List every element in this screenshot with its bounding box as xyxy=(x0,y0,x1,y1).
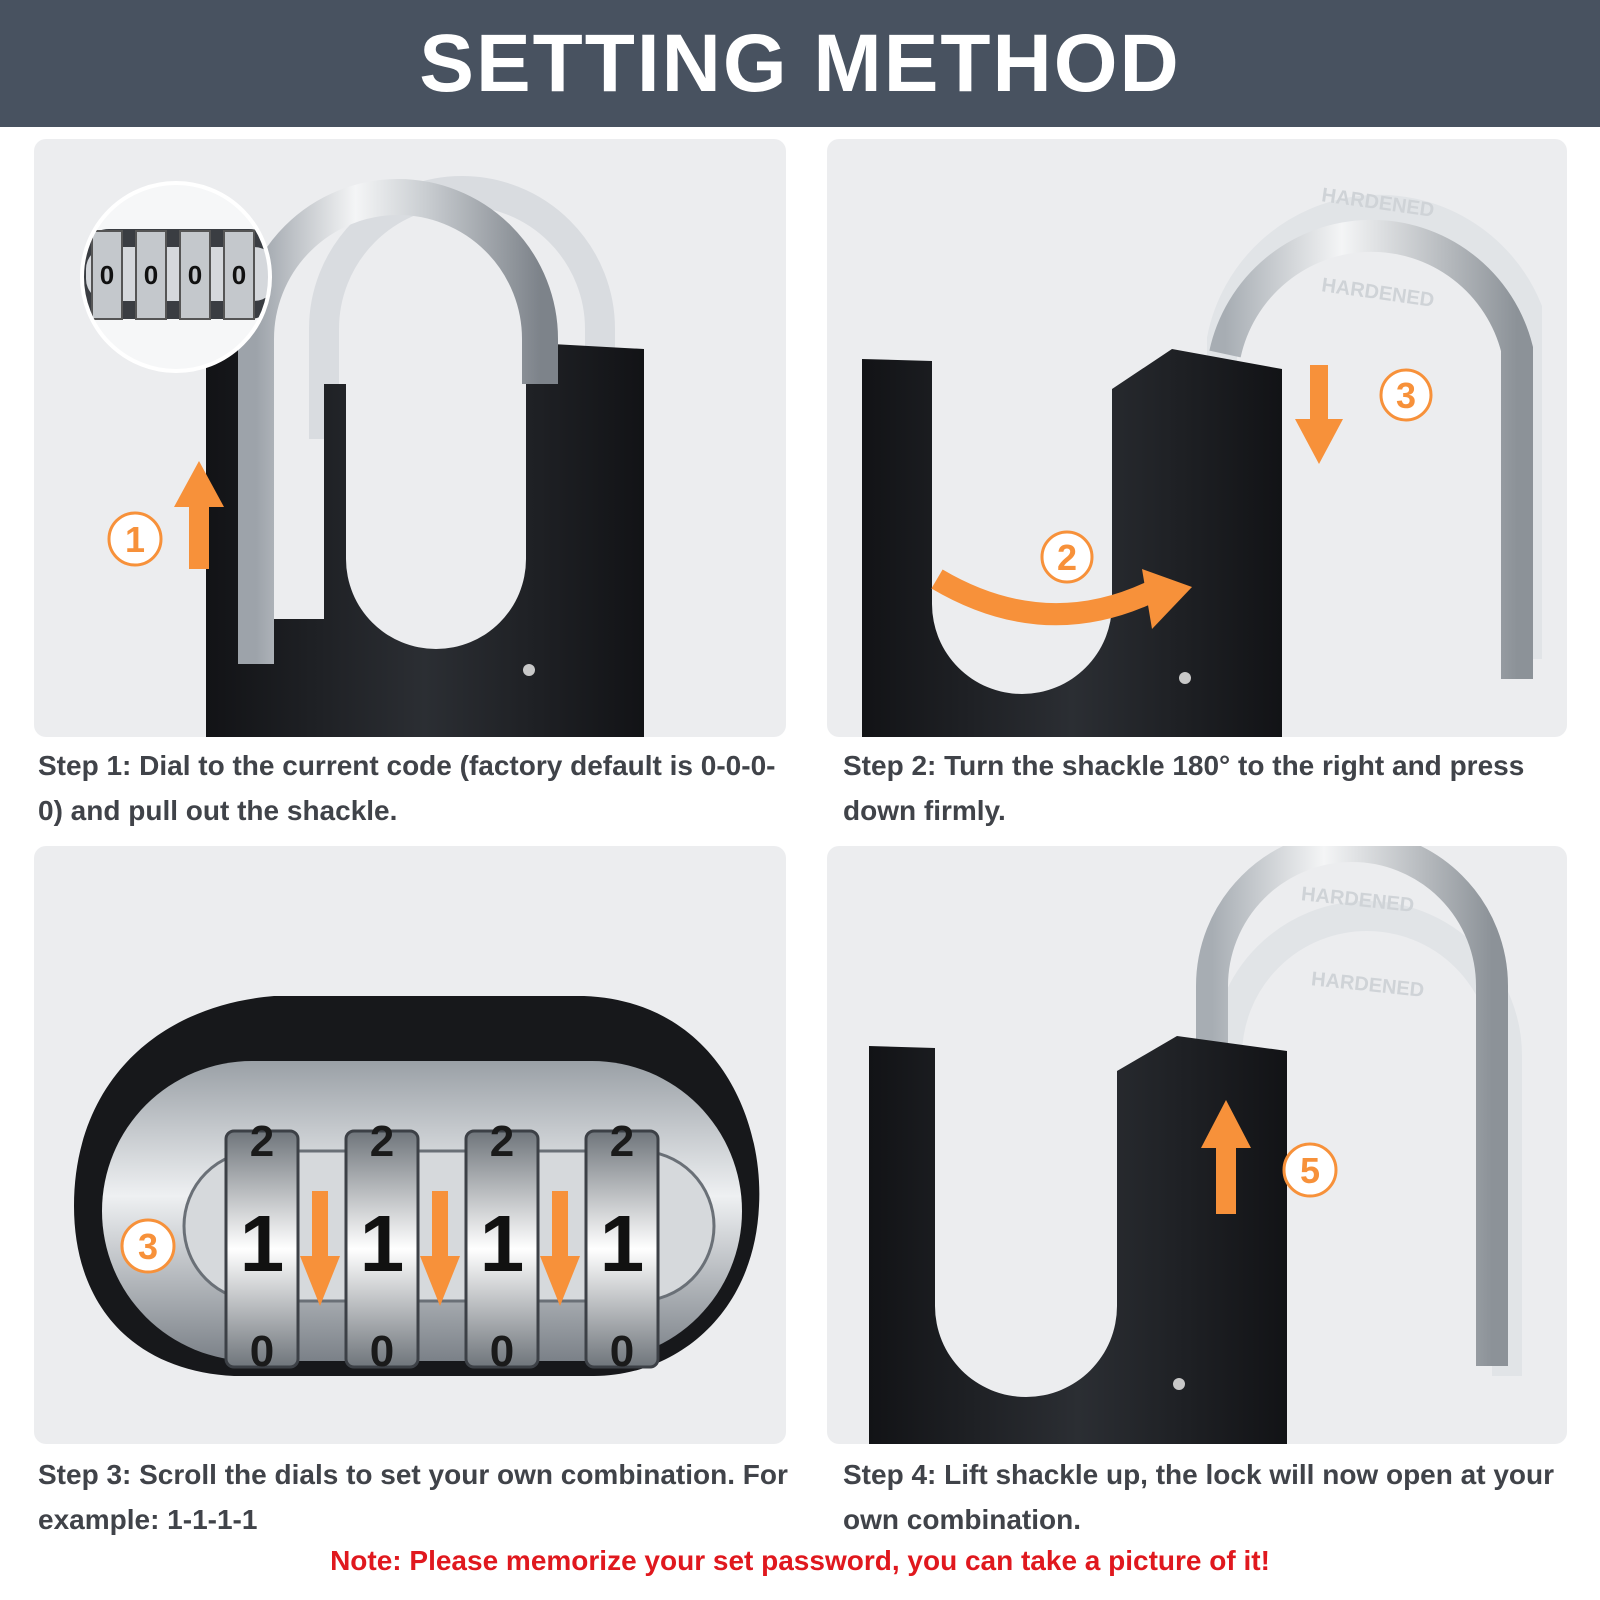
svg-text:0: 0 xyxy=(610,1327,634,1376)
arrow-down-icon xyxy=(540,1191,580,1306)
dial-wheel[interactable]: 2 1 0 xyxy=(584,1117,660,1376)
shackle-engraving: HARDENED xyxy=(1320,274,1435,312)
dial-digit: 1 xyxy=(360,1199,405,1288)
dial-wheel[interactable]: 2 1 0 xyxy=(224,1117,300,1376)
svg-text:2: 2 xyxy=(490,1117,514,1166)
arrow-up-icon xyxy=(174,461,224,569)
shackle-front xyxy=(1209,219,1533,679)
page-title: SETTING METHOD xyxy=(419,17,1181,109)
step-3-caption: Step 3: Scroll the dials to set your own… xyxy=(38,1459,788,1535)
inset-digit: 0 xyxy=(144,260,158,290)
step-2-panel: HARDENED HARDENED 2 3 xyxy=(827,139,1567,737)
step-marker: 3 xyxy=(138,1226,158,1267)
step-2-illustration: HARDENED HARDENED 2 3 xyxy=(862,184,1542,737)
shackle-engraving: HARDENED xyxy=(1310,968,1425,1002)
lock-body xyxy=(206,344,644,737)
arrow-down-icon xyxy=(1295,365,1343,464)
svg-text:0: 0 xyxy=(250,1327,274,1376)
step-3-panel: 2 1 0 2 1 0 2 1 0 2 1 0 3 xyxy=(34,846,786,1444)
step-marker: 1 xyxy=(125,519,145,560)
lock-body xyxy=(869,1036,1287,1444)
inset-digit: 0 xyxy=(188,260,202,290)
svg-text:2: 2 xyxy=(610,1117,634,1166)
dial-digit: 1 xyxy=(240,1199,285,1288)
shackle-front xyxy=(238,179,558,664)
inset-digit: 0 xyxy=(100,260,114,290)
svg-text:0: 0 xyxy=(370,1327,394,1376)
header-bar: SETTING METHOD xyxy=(0,0,1600,127)
step-marker: 5 xyxy=(1300,1150,1320,1191)
step-2-caption: Step 2: Turn the shackle 180° to the rig… xyxy=(843,750,1525,826)
step-1-illustration: 0 0 0 0 1 xyxy=(80,176,644,737)
arrow-down-icon xyxy=(300,1191,340,1306)
step-4-caption: Step 4: Lift shackle up, the lock will n… xyxy=(843,1459,1554,1535)
step-marker: 3 xyxy=(1396,375,1416,416)
step-1-panel: 0 0 0 0 1 xyxy=(34,139,786,737)
arrow-up-icon xyxy=(1201,1100,1251,1214)
step-marker: 2 xyxy=(1057,537,1077,578)
arrow-down-icon xyxy=(420,1191,460,1306)
dial-digit: 1 xyxy=(600,1199,645,1288)
step-4-panel: HARDENED HARDENED 5 xyxy=(827,846,1567,1444)
dial-digit: 1 xyxy=(480,1199,525,1288)
svg-text:0: 0 xyxy=(490,1327,514,1376)
note-text: Note: Please memorize your set password,… xyxy=(330,1545,1270,1576)
shackle-back xyxy=(309,176,615,439)
rotate-arrow-icon xyxy=(931,569,1162,626)
step-4-illustration: HARDENED HARDENED 5 xyxy=(869,846,1522,1444)
lock-body xyxy=(862,349,1282,737)
dial-inset: 0 0 0 0 xyxy=(80,181,272,373)
step-3-illustration: 2 1 0 2 1 0 2 1 0 2 1 0 3 xyxy=(74,996,760,1376)
svg-text:2: 2 xyxy=(250,1117,274,1166)
dial-wheel[interactable]: 2 1 0 xyxy=(344,1117,420,1376)
svg-text:2: 2 xyxy=(370,1117,394,1166)
step-1-caption: Step 1: Dial to the current code (factor… xyxy=(38,750,776,826)
shackle-front xyxy=(1196,846,1508,1366)
dial-wheel[interactable]: 2 1 0 xyxy=(464,1117,540,1376)
inset-digit: 0 xyxy=(232,260,246,290)
